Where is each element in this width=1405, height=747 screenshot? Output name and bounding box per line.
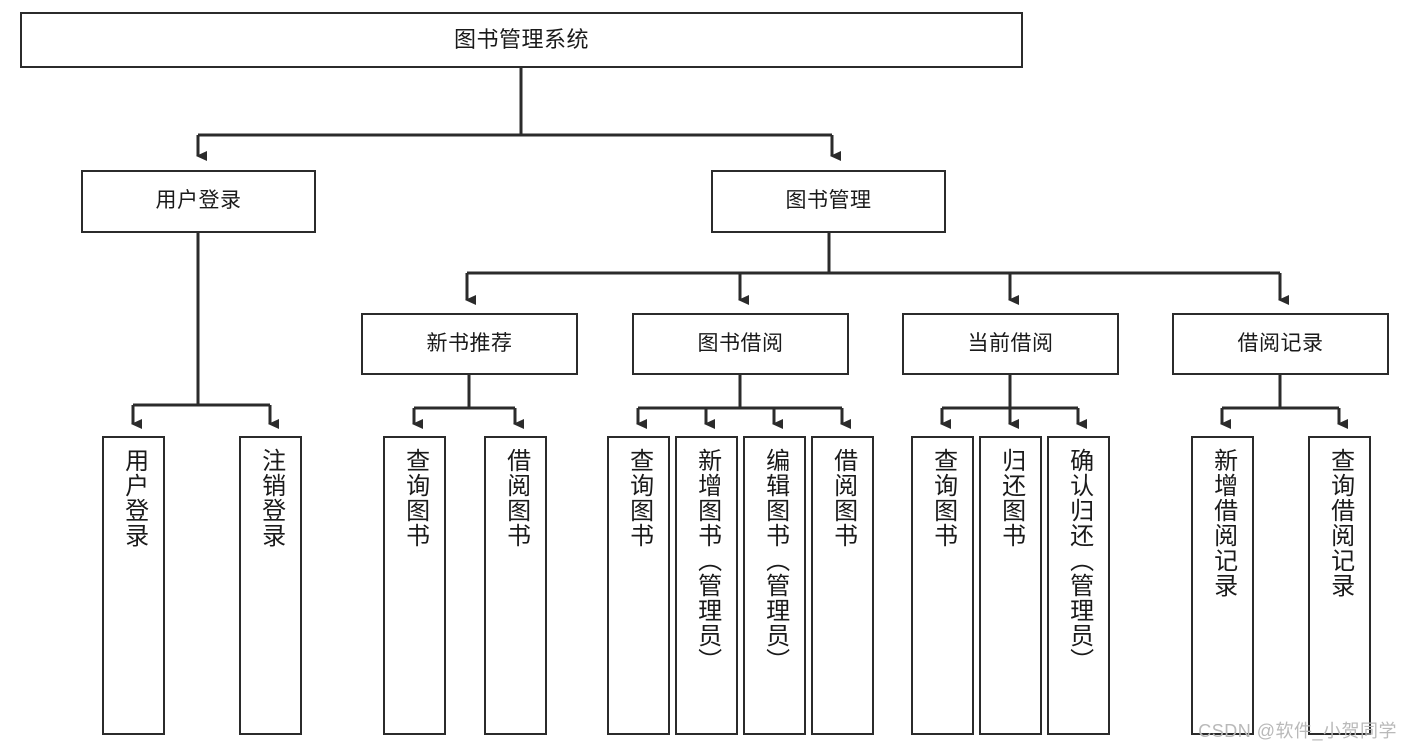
leaf-user-login-login[interactable]: 用户登录	[102, 436, 165, 735]
node-label: 借阅图书	[502, 448, 530, 548]
leaf-current-confirm-return-admin[interactable]: 确认归还（管理员）	[1047, 436, 1110, 735]
leaf-borrow-borrow-book[interactable]: 借阅图书	[811, 436, 874, 735]
leaf-current-query-book[interactable]: 查询图书	[911, 436, 974, 735]
node-label: 确认归还（管理员）	[1065, 448, 1093, 673]
leaf-record-add-record[interactable]: 新增借阅记录	[1191, 436, 1254, 735]
csdn-watermark: CSDN @软件_小贺同学	[1198, 721, 1397, 741]
leaf-borrow-edit-book-admin[interactable]: 编辑图书（管理员）	[743, 436, 806, 735]
node-label: 查询图书	[929, 448, 957, 548]
node-root-system[interactable]: 图书管理系统	[20, 12, 1023, 68]
node-label: 图书管理系统	[453, 27, 589, 53]
node-new-book-recommend[interactable]: 新书推荐	[361, 313, 578, 375]
node-label: 用户登录	[155, 189, 242, 213]
node-label: 新增借阅记录	[1209, 448, 1237, 598]
node-label: 图书借阅	[697, 331, 784, 355]
node-label: 归还图书	[997, 448, 1025, 548]
node-label: 编辑图书（管理员）	[761, 448, 789, 673]
node-label: 查询借阅记录	[1326, 448, 1354, 598]
leaf-recommend-query-book[interactable]: 查询图书	[383, 436, 446, 735]
leaf-current-return-book[interactable]: 归还图书	[979, 436, 1042, 735]
node-label: 查询图书	[625, 448, 653, 548]
node-label: 查询图书	[401, 448, 429, 548]
leaf-borrow-query-book[interactable]: 查询图书	[607, 436, 670, 735]
node-book-management[interactable]: 图书管理	[711, 170, 946, 233]
node-label: 借阅图书	[829, 448, 857, 548]
node-borrow-record[interactable]: 借阅记录	[1172, 313, 1389, 375]
node-label: 注销登录	[257, 448, 285, 548]
leaf-record-query-record[interactable]: 查询借阅记录	[1308, 436, 1371, 735]
leaf-borrow-add-book-admin[interactable]: 新增图书（管理员）	[675, 436, 738, 735]
node-current-borrow[interactable]: 当前借阅	[902, 313, 1119, 375]
node-label: 当前借阅	[967, 331, 1054, 355]
node-label: 图书管理	[785, 189, 872, 213]
node-book-borrow[interactable]: 图书借阅	[632, 313, 849, 375]
node-label: 新增图书（管理员）	[693, 448, 721, 673]
node-label: 借阅记录	[1237, 331, 1324, 355]
node-label: 用户登录	[120, 448, 148, 548]
leaf-recommend-borrow-book[interactable]: 借阅图书	[484, 436, 547, 735]
leaf-user-login-logout[interactable]: 注销登录	[239, 436, 302, 735]
node-user-login[interactable]: 用户登录	[81, 170, 316, 233]
node-label: 新书推荐	[426, 331, 513, 355]
